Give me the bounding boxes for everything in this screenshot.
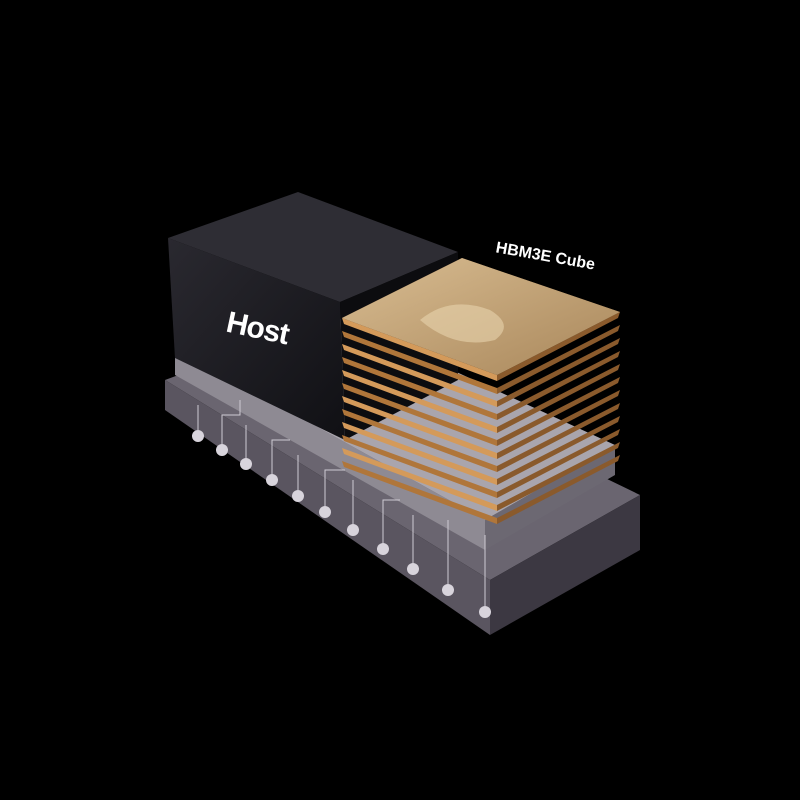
interconnect-lines [197,400,486,606]
dram-layer-side [497,364,620,433]
dram-layer-side [497,351,620,420]
dram-layer-front [342,409,497,472]
dram-layer-side [497,442,620,511]
dram-layer-side [497,416,620,485]
dram-layer-front [342,344,497,407]
logo-engraving [420,304,504,343]
dram-layer-front [342,422,497,485]
dram-layer-front [342,318,497,381]
dram-layer-side [497,312,620,381]
dram-layer-side [497,325,620,394]
dram-layer-front [342,461,497,524]
solder-balls [192,430,491,618]
dram-layer-front [342,331,497,394]
dram-layer-front [342,370,497,433]
hbm-cube [342,258,620,524]
dram-layer-front [342,396,497,459]
dram-layer-side [497,455,620,524]
dram-layer-front [342,383,497,446]
dram-layer-front [342,448,497,511]
dram-layer-side [497,377,620,446]
dram-layer-side [497,403,620,472]
dram-layer-front [342,435,497,498]
dram-layer-side [497,429,620,498]
dram-layer-front [342,357,497,420]
dram-layer-side [497,338,620,407]
dram-layer-side [497,390,620,459]
